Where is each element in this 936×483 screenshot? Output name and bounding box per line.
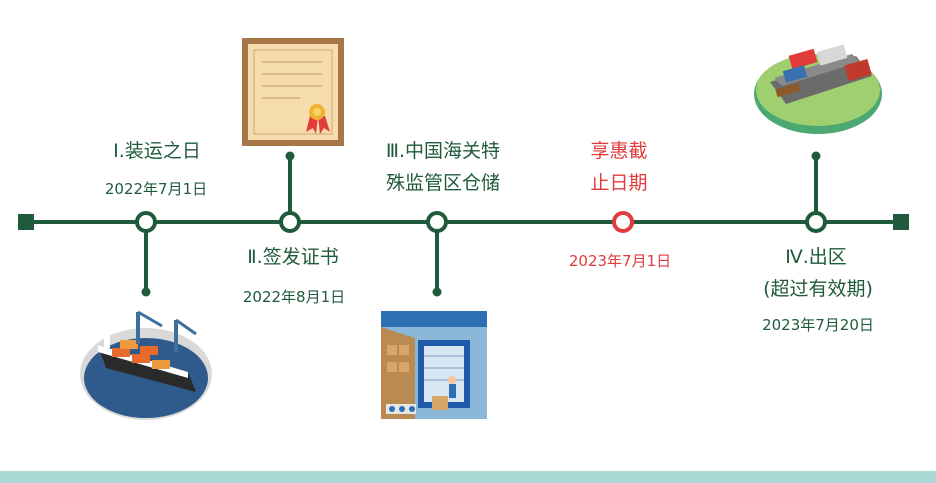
event-4-title-line2: 止日期 [590, 172, 648, 194]
node-4 [612, 211, 634, 233]
event-5-subtitle: (超过有效期) [763, 278, 873, 300]
event-2-title: Ⅱ.签发证书 [247, 246, 339, 268]
freight-train-icon [754, 44, 882, 134]
event-5-title: Ⅳ.出区 [785, 246, 847, 268]
cargo-ship-icon [80, 310, 212, 420]
event-3-title-line2: 殊监管区仓储 [385, 172, 500, 194]
node-2 [279, 211, 301, 233]
event-1-date: 2022年7月1日 [104, 180, 208, 198]
event-5-date: 2023年7月20日 [762, 316, 874, 334]
node-3 [426, 211, 448, 233]
node-5 [805, 211, 827, 233]
event-4-date: 2023年7月1日 [568, 252, 672, 270]
node-1 [135, 211, 157, 233]
event-1-title: Ⅰ.装运之日 [113, 140, 201, 162]
axis-start-cap [18, 214, 34, 230]
event-4-title-line1: 享惠截 [590, 140, 648, 162]
event-2-date: 2022年8月1日 [242, 288, 346, 306]
warehouse-icon [381, 311, 487, 419]
event-3-title-line1: Ⅲ.中国海关特 [385, 140, 501, 162]
axis-end-cap [893, 214, 909, 230]
bottom-band [0, 471, 936, 483]
certificate-icon [242, 38, 344, 146]
